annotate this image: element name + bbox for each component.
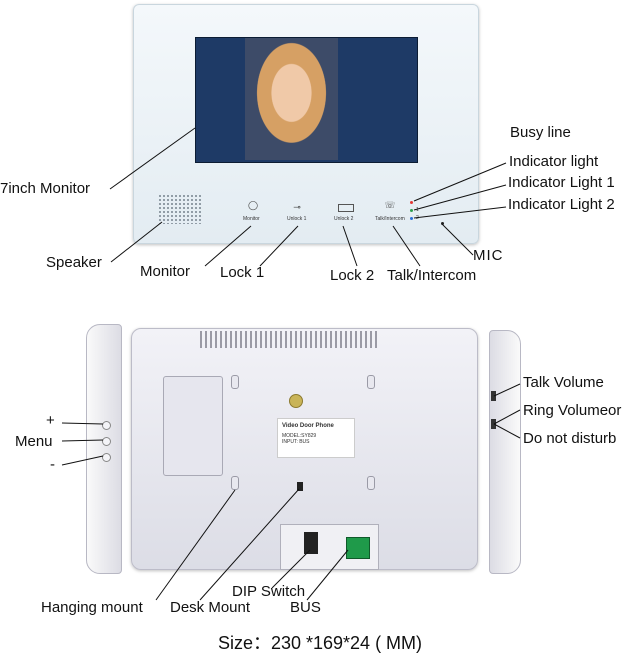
label-desk-mount: Desk Mount bbox=[170, 599, 251, 616]
label-dip-switch: DIP Switch bbox=[232, 583, 306, 600]
lock-icon bbox=[338, 204, 354, 212]
desk-mount-slot bbox=[297, 482, 303, 491]
label-hanging-mount: Hanging mount bbox=[41, 599, 143, 616]
label-mic: MIC bbox=[473, 247, 504, 264]
brand-logo bbox=[289, 394, 303, 408]
handset-icon: ☏ bbox=[384, 200, 396, 210]
menu-side-button bbox=[102, 437, 111, 446]
unlock2-button-label: Unlock 2 bbox=[334, 216, 354, 222]
label-indicator-light-2: Indicator Light 2 bbox=[508, 196, 615, 213]
unlock1-button-label: Unlock 1 bbox=[287, 216, 307, 222]
sticker-model: MODEL:SY829 bbox=[282, 433, 317, 439]
label-minus: - bbox=[50, 456, 55, 473]
ring-volume-switch bbox=[491, 419, 496, 429]
talk-button-label: Talk/Intercom bbox=[375, 216, 405, 222]
sticker-title: Video Door Phone bbox=[282, 423, 334, 429]
label-ring-volume: Ring Volumeor bbox=[523, 402, 622, 419]
speaker-grille bbox=[158, 194, 202, 224]
mount-hole bbox=[367, 375, 375, 389]
led-number-1: 1 bbox=[416, 207, 419, 213]
cover-plate bbox=[163, 376, 223, 476]
label-lock1: Lock 1 bbox=[220, 264, 265, 281]
label-indicator-light: Indicator light bbox=[509, 153, 599, 170]
vent-grille bbox=[200, 331, 380, 348]
busy-led bbox=[410, 201, 413, 204]
screen-image bbox=[245, 38, 338, 160]
label-do-not-disturb: Do not disturb bbox=[523, 430, 617, 447]
mount-hole bbox=[367, 476, 375, 490]
mount-hole bbox=[231, 375, 239, 389]
label-talk-volume: Talk Volume bbox=[523, 374, 604, 391]
dip-switch bbox=[304, 532, 318, 554]
label-indicator-light-1: Indicator Light 1 bbox=[508, 174, 615, 191]
sticker-input: INPUT: BUS bbox=[282, 439, 310, 445]
plus-side-button bbox=[102, 421, 111, 430]
mic-hole bbox=[441, 222, 444, 225]
label-plus: + bbox=[46, 412, 55, 429]
left-side-view bbox=[86, 324, 122, 574]
right-side-view bbox=[489, 330, 521, 574]
indicator1-led bbox=[410, 209, 413, 212]
size-caption: Size：230 *169*24 ( MM) bbox=[217, 633, 423, 653]
indicator2-led bbox=[410, 217, 413, 220]
label-bus: BUS bbox=[290, 599, 321, 616]
mount-hole bbox=[231, 476, 239, 490]
monitor-button-label: Monitor bbox=[243, 216, 260, 222]
product-sticker: Video Door Phone MODEL:SY829 INPUT: BUS bbox=[277, 418, 355, 458]
label-speaker: Speaker bbox=[46, 254, 102, 271]
label-talk-intercom: Talk/Intercom bbox=[387, 267, 477, 284]
label-menu: Menu bbox=[15, 433, 53, 450]
minus-side-button bbox=[102, 453, 111, 462]
key-icon: ⊸ bbox=[293, 202, 301, 212]
talk-volume-switch bbox=[491, 391, 496, 401]
bus-terminal bbox=[346, 537, 370, 559]
label-lock2: Lock 2 bbox=[330, 267, 375, 284]
label-busy-line: Busy line bbox=[510, 124, 571, 141]
label-monitor: Monitor bbox=[140, 263, 191, 280]
label-7inch-monitor: 7inch Monitor bbox=[0, 180, 91, 197]
person-icon: ◯ bbox=[247, 200, 259, 210]
